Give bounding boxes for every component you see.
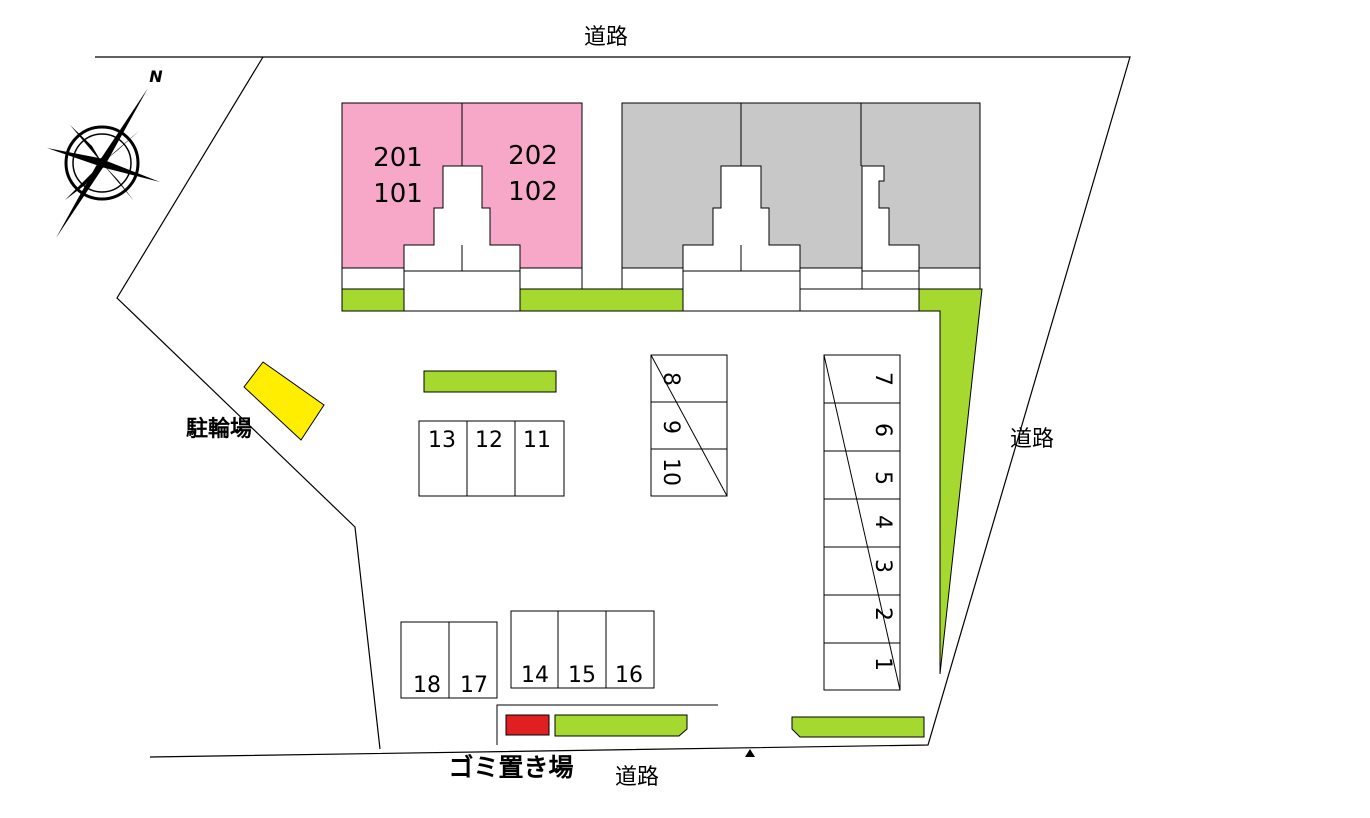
- parking-grid-14-16: [510, 610, 655, 689]
- garbage-enclosure: [496, 704, 718, 745]
- parking-grid-7-1: [823, 354, 901, 691]
- garbage-area-label: ゴミ置き場: [448, 753, 573, 782]
- building-b: [621, 102, 981, 312]
- parking-grid-18-17: [400, 621, 498, 699]
- parking-space-label: 3: [870, 559, 895, 573]
- road-label-right: 道路: [1010, 427, 1054, 452]
- parking-space-label: 14: [521, 663, 549, 688]
- green-strip-south-1: [554, 714, 688, 737]
- building-b-porch-left: [621, 267, 684, 290]
- building-a-porch-right: [519, 267, 583, 290]
- driveway-edge: [342, 310, 941, 674]
- unit-label-102: 102: [508, 177, 558, 207]
- parking-space-label: 16: [615, 663, 643, 688]
- parking-space-label: 15: [568, 663, 596, 688]
- parking-space-label: 4: [870, 515, 895, 529]
- parking-space-label: 2: [870, 607, 895, 621]
- green-strip-west: [341, 288, 405, 312]
- parking-space-label: 9: [658, 420, 683, 434]
- road-label-bottom: 道路: [615, 765, 659, 790]
- parking-space-label: 18: [413, 673, 441, 698]
- parking-space-label: 6: [870, 423, 895, 437]
- unit-label-101: 101: [373, 179, 423, 209]
- entrance-marker-icon: [745, 749, 755, 757]
- green-strip-center: [423, 370, 557, 393]
- building-b-porch-mid: [799, 267, 863, 290]
- parking-space-label: 5: [870, 471, 895, 485]
- parking-space-label: 11: [523, 428, 551, 453]
- bicycle-parking-label: 駐輪場: [186, 416, 252, 442]
- building-b-stairs-left: [682, 165, 801, 312]
- building-b-body: [621, 102, 981, 269]
- building-b-porch-right: [918, 267, 981, 290]
- building-b-stairs-right: [861, 165, 920, 290]
- green-strip-south-2: [791, 716, 925, 738]
- unit-label-202: 202: [508, 141, 558, 171]
- compass-rose-icon: [47, 88, 160, 238]
- parking-space-label: 12: [475, 428, 503, 453]
- greenery: [341, 288, 983, 738]
- property-boundary: [95, 56, 1131, 758]
- parking-space-label: 8: [658, 372, 683, 386]
- parking-space-label: 17: [460, 673, 488, 698]
- parking-grid-8-10: [650, 354, 728, 497]
- compass-north-label: N: [149, 67, 163, 86]
- parking-space-label: 1: [870, 657, 895, 671]
- road-label-top: 道路: [584, 25, 628, 50]
- parking-grid-13-11: [418, 420, 565, 497]
- green-strip-east: [918, 288, 983, 675]
- building-a: [341, 102, 583, 312]
- building-a-porch-left: [341, 267, 405, 290]
- unit-label-201: 201: [373, 143, 423, 173]
- parking-space-label: 10: [658, 458, 683, 486]
- parking-space-label: 13: [428, 428, 456, 453]
- property-boundary-west: [116, 56, 381, 750]
- bicycle-parking-area: [243, 361, 325, 441]
- parking-space-label: 7: [870, 372, 895, 386]
- garbage-area-box: [505, 714, 550, 736]
- green-strip-middle: [519, 288, 684, 312]
